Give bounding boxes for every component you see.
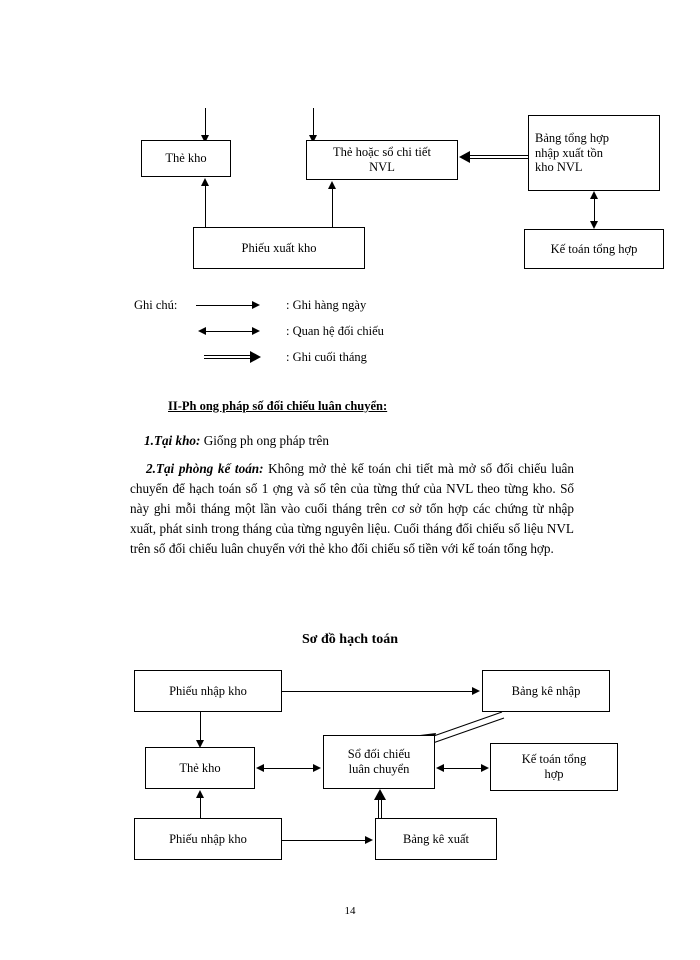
node-the-kho-bottom-label: Thẻ kho: [179, 760, 221, 775]
node-phieu-nhap-kho-top: Phiếu nhập kho: [134, 670, 282, 712]
arrowhead-down-bang-tong-hop-ke-toan: [589, 221, 598, 229]
node-the-kho-top-label: Thẻ kho: [165, 151, 207, 166]
arrowhead-bang-ke-xuat-to-so-doi-chieu: [374, 789, 386, 800]
connector-the-kho-to-so-doi-chieu: [262, 768, 316, 769]
legend-text-monthly: : Ghi cuối tháng: [286, 349, 367, 364]
node-bang-ke-nhap: Bảng kê nhập: [482, 670, 610, 712]
connector-so-doi-chieu-to-ke-toan: [442, 768, 484, 769]
arrowhead-up-bang-tong-hop-ke-toan: [589, 191, 598, 199]
single-arrow-right-icon: [196, 295, 274, 315]
node-so-doi-chieu-luan-chuyen-label: Sổ đối chiếu luân chuyển: [347, 747, 411, 776]
connector-into-the-hoac-so: [313, 108, 314, 138]
arrowhead-into-the-kho: [200, 135, 209, 143]
node-bang-ke-xuat: Bảng kê xuất: [375, 818, 497, 860]
node-bang-ke-xuat-label: Bảng kê xuất: [403, 831, 469, 846]
connector-phieu-nhap-bottom-to-bang-ke-xuat: [282, 840, 366, 841]
node-the-hoac-so-chi-tiet-label: Thẻ hoặc sổ chi tiết NVL: [333, 145, 431, 174]
legend-row-reconcile: : Quan hệ đối chiếu: [134, 318, 384, 344]
node-bang-tong-hop: Bảng tổng hợp nhập xuất tồn kho NVL: [528, 115, 660, 191]
connector-phieu-nhap-to-the-kho: [200, 712, 201, 744]
node-the-kho-bottom: Thẻ kho: [145, 747, 255, 789]
node-phieu-xuat-kho-label: Phiếu xuất kho: [241, 240, 317, 255]
node-the-kho-top: Thẻ kho: [141, 140, 231, 177]
node-phieu-xuat-kho: Phiếu xuất kho: [193, 227, 365, 269]
arrowhead-into-the-hoac-so: [308, 135, 317, 143]
arrowhead-phieu-xuat-to-the-hoac: [327, 181, 336, 189]
arrowhead-bang-tong-hop-to-the-hoac: [459, 151, 470, 163]
connector-bang-tong-hop-to-the-hoac: [470, 155, 528, 159]
paragraph-item-2-text: Không mở thẻ kế toán chi tiết mà mở sổ đ…: [130, 461, 574, 557]
arrowhead-phieu-nhap-to-bang-ke-nhap: [472, 687, 480, 695]
paragraph-item-1-lead: 1.Tại kho:: [144, 433, 201, 448]
node-so-doi-chieu-luan-chuyen: Sổ đối chiếu luân chuyển: [323, 735, 435, 789]
node-phieu-nhap-kho-top-label: Phiếu nhập kho: [169, 683, 247, 698]
double-line-arrow-right-icon: [196, 347, 274, 367]
node-phieu-nhap-kho-bottom: Phiếu nhập kho: [134, 818, 282, 860]
double-headed-arrow-icon: [196, 321, 274, 341]
diagram-bottom-title: Sơ đồ hạch toán: [301, 632, 399, 647]
legend-text-daily: : Ghi hàng ngày: [286, 297, 367, 312]
arrowhead-left-so-doi-chieu-ke-toan: [436, 764, 444, 772]
arrowhead-right-the-kho-so-doi-chieu: [313, 764, 321, 772]
arrowhead-phieu-nhap-bottom-to-bang-ke-xuat: [365, 836, 373, 844]
node-ke-toan-tong-hop-top-label: Kế toán tổng hợp: [550, 241, 638, 256]
connector-into-the-kho: [205, 108, 206, 138]
arrowhead-phieu-nhap-to-the-kho: [195, 740, 204, 748]
legend-row-monthly: : Ghi cuối tháng: [134, 344, 384, 370]
node-bang-tong-hop-label: Bảng tổng hợp nhập xuất tồn kho NVL: [535, 130, 609, 175]
node-bang-ke-nhap-label: Bảng kê nhập: [511, 683, 581, 698]
node-ke-toan-tong-hop-bottom: Kế toán tổng hợp: [490, 743, 618, 791]
legend: Ghi chú: : Ghi hàng ngày : Quan hệ đối c…: [134, 292, 384, 370]
paragraph-item-1-text: Giống ph ong pháp trên: [200, 433, 329, 448]
connector-phieu-nhap-to-bang-ke-nhap: [282, 691, 474, 692]
paragraph-item-1: 1.Tại kho: Giống ph ong pháp trên: [144, 431, 574, 451]
page-number: 14: [344, 905, 356, 917]
section-heading-ii: II-Ph ong pháp số đối chiếu luân chuyển:: [168, 399, 388, 413]
connector-bang-ke-xuat-to-so-doi-chieu: [378, 800, 382, 818]
node-phieu-nhap-kho-bottom-label: Phiếu nhập kho: [169, 831, 247, 846]
legend-row-daily: Ghi chú: : Ghi hàng ngày: [134, 292, 384, 318]
arrowhead-left-the-kho-so-doi-chieu: [256, 764, 264, 772]
arrowhead-phieu-nhap-bottom-to-the-kho: [195, 790, 204, 798]
node-ke-toan-tong-hop-bottom-label: Kế toán tổng hợp: [521, 752, 587, 781]
arrowhead-phieu-xuat-to-the-kho: [200, 178, 209, 186]
connector-phieu-xuat-to-the-hoac: [332, 188, 333, 227]
paragraph-item-2: 2.Tại phòng kế toán: Không mở thẻ kế toá…: [130, 459, 574, 559]
arrowhead-right-so-doi-chieu-ke-toan: [481, 764, 489, 772]
connector-phieu-nhap-bottom-to-the-kho: [200, 797, 201, 818]
legend-text-reconcile: : Quan hệ đối chiếu: [286, 323, 384, 338]
connector-phieu-xuat-to-the-kho: [205, 185, 206, 227]
paragraph-item-2-lead: 2.Tại phòng kế toán:: [146, 461, 264, 476]
legend-title: Ghi chú:: [134, 297, 178, 312]
connector-bang-tong-hop-to-ke-toan: [594, 193, 595, 227]
node-the-hoac-so-chi-tiet: Thẻ hoặc sổ chi tiết NVL: [306, 140, 458, 180]
node-ke-toan-tong-hop-top: Kế toán tổng hợp: [524, 229, 664, 269]
